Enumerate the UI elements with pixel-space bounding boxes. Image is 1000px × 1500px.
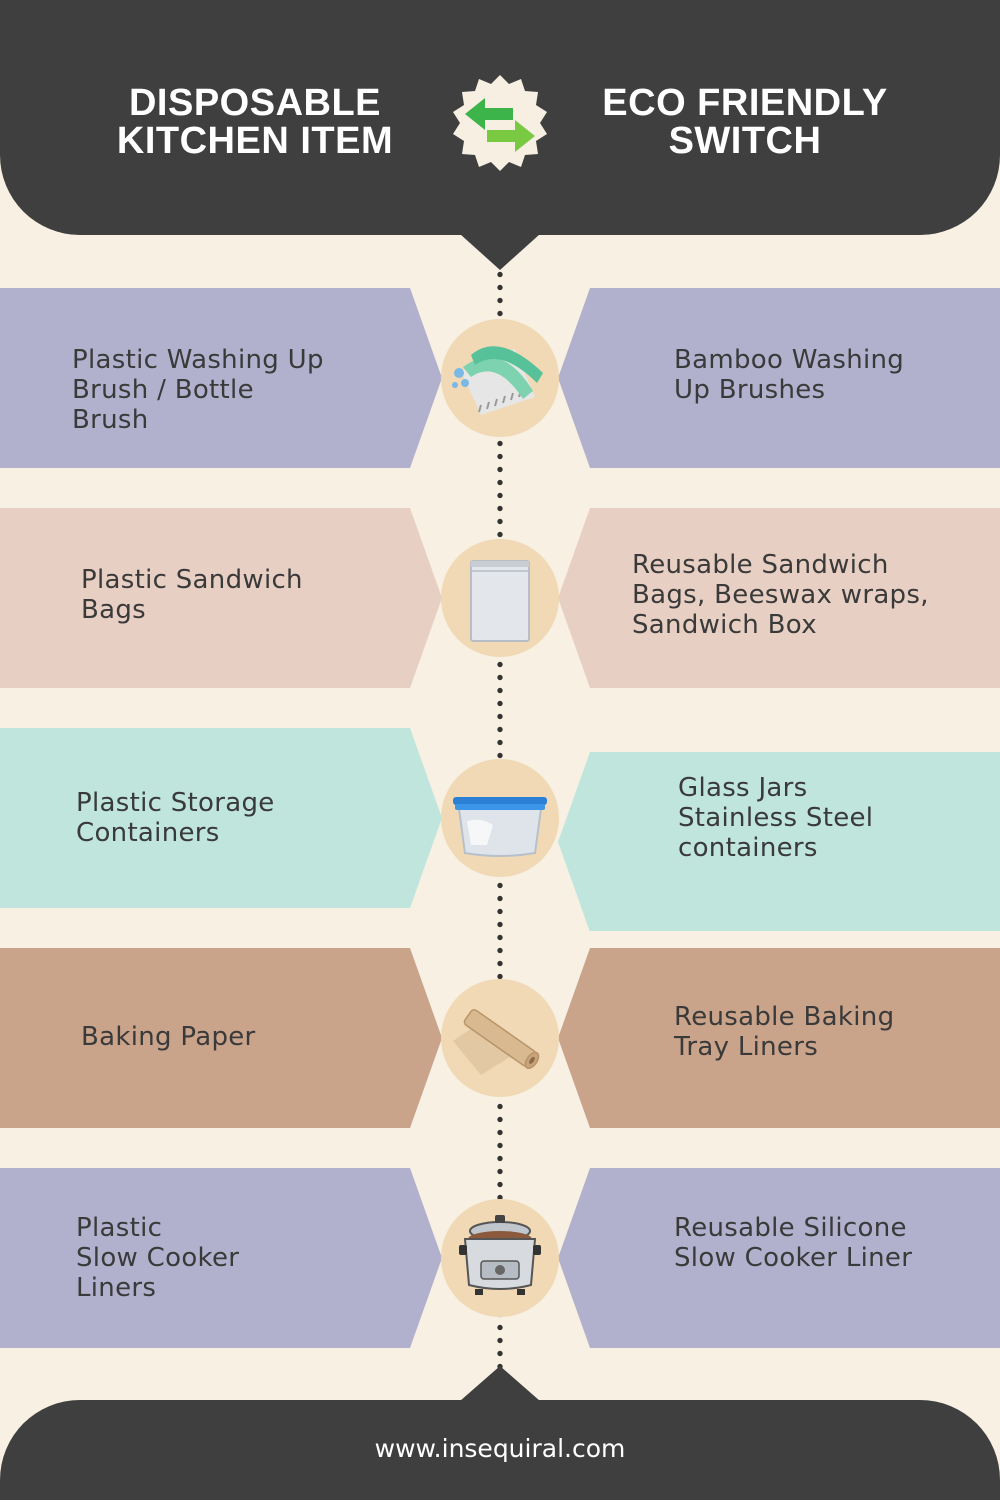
left-arrow	[465, 98, 513, 130]
comparison-row: Baking Paper Reusable Baking Tray Liners	[0, 948, 1000, 1128]
disposable-item-label: Plastic Sandwich Bags	[81, 565, 303, 625]
slow-cooker-icon	[441, 1199, 559, 1317]
right-arrow	[487, 120, 535, 152]
scrub-brush-icon	[441, 319, 559, 437]
disposable-column-title: DISPOSABLE KITCHEN ITEM	[116, 82, 394, 162]
disposable-panel	[0, 728, 442, 908]
eco-item-label: Reusable Baking Tray Liners	[674, 1002, 895, 1062]
comparison-row: Plastic Storage Containers Glass Jars St…	[0, 728, 1000, 931]
storage-container-icon	[441, 759, 559, 877]
baking-paper-roll-icon	[441, 979, 559, 1097]
eco-panel	[558, 752, 1000, 931]
eco-column-title: ECO FRIENDLY SWITCH	[602, 82, 888, 162]
disposable-item-label: Baking Paper	[81, 1022, 256, 1052]
footer-pointer	[460, 1366, 540, 1401]
eco-panel	[558, 1168, 1000, 1348]
swap-arrows-icon	[447, 70, 553, 176]
comparison-row: Plastic Sandwich Bags Reusable Sandwich …	[0, 508, 1000, 688]
disposable-panel	[0, 948, 442, 1128]
eco-panel	[558, 508, 1000, 688]
disposable-panel	[0, 508, 442, 688]
eco-item-label: Bamboo Washing Up Brushes	[674, 345, 905, 405]
eco-panel	[558, 288, 1000, 468]
eco-panel	[558, 948, 1000, 1128]
header-pointer	[460, 234, 540, 270]
disposable-panel	[0, 288, 442, 468]
disposable-item-label: Plastic Washing Up Brush / Bottle Brush	[72, 345, 324, 435]
eco-item-label: Reusable Sandwich Bags, Beeswax wraps, S…	[632, 550, 929, 640]
comparison-row: Plastic Slow Cooker Liners Reusable Sili…	[0, 1168, 1000, 1348]
eco-item-label: Reusable Silicone Slow Cooker Liner	[674, 1213, 913, 1273]
disposable-item-label: Plastic Storage Containers	[76, 788, 275, 848]
comparison-row: Plastic Washing Up Brush / Bottle Brush …	[0, 288, 1000, 468]
footer-banner	[0, 1400, 1000, 1500]
eco-item-label: Glass Jars Stainless Steel containers	[678, 773, 874, 863]
disposable-item-label: Plastic Slow Cooker Liners	[76, 1213, 240, 1303]
badge-scalloped-shape	[453, 75, 547, 171]
disposable-panel	[0, 1168, 442, 1348]
footer-website-link[interactable]: www.insequiral.com	[374, 1434, 626, 1463]
sandwich-bag-icon	[441, 539, 559, 657]
